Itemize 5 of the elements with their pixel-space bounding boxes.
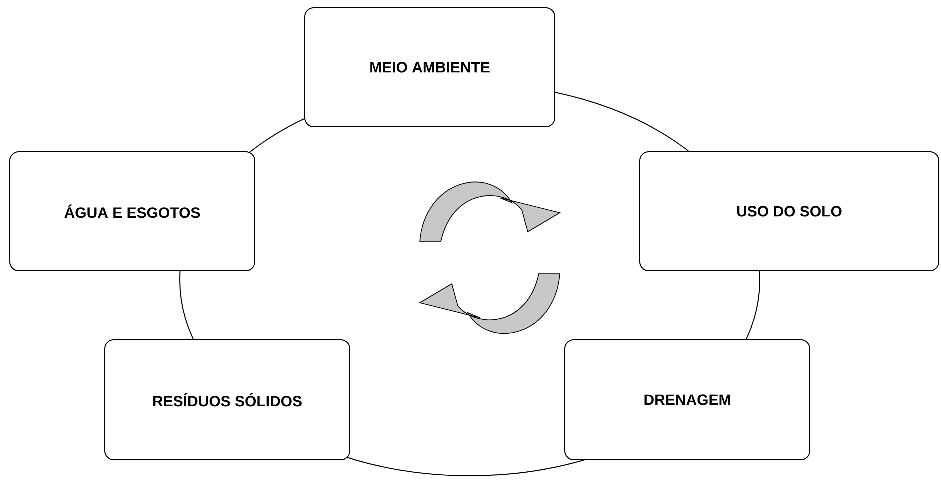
process-box: DRENAGEM [564,340,810,460]
process-box: ÁGUA E ESGOTOS [10,152,256,272]
process-box: USO DO SOLO [640,152,940,272]
process-box: MEIO AMBIENTE [304,8,556,128]
process-box: RESÍDUOS SÓLIDOS [104,340,350,460]
